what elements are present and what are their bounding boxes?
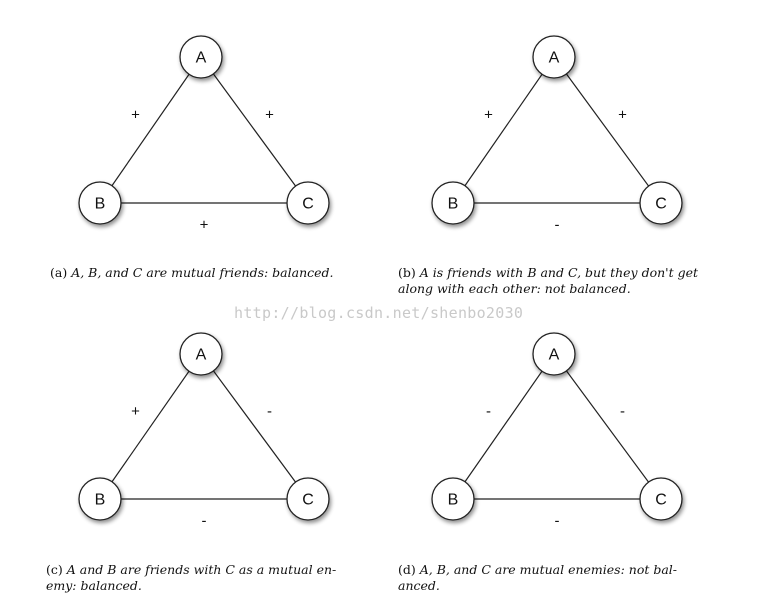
node-b: B xyxy=(78,477,122,521)
triangle-diagram-c: + - - A B C xyxy=(78,332,330,530)
edge-sign-ac: + xyxy=(265,107,274,124)
watermark-text: http://blog.csdn.net/shenbo2030 xyxy=(234,304,524,322)
node-a: A xyxy=(179,332,223,376)
node-circle xyxy=(286,477,330,521)
triangle-diagram-a: + + + A B C xyxy=(78,35,330,234)
node-label: C xyxy=(655,492,667,509)
edge-sign-bc: - xyxy=(555,513,560,530)
node-label: A xyxy=(549,50,560,67)
caption-d-line1: A, B, and C are mutual enemies: not bal- xyxy=(419,562,678,577)
node-label: C xyxy=(302,492,314,509)
caption-b-tag: (b) xyxy=(398,265,416,280)
node-label: B xyxy=(95,196,106,213)
node-circle xyxy=(639,477,683,521)
node-circle xyxy=(532,332,576,376)
node-label: C xyxy=(655,196,667,213)
triangle-diagram-b: + + - A B C xyxy=(431,35,683,234)
node-circle xyxy=(532,35,576,79)
node-label: A xyxy=(196,347,207,364)
node-circle xyxy=(179,332,223,376)
node-label: B xyxy=(448,492,459,509)
caption-a-tag: (a) xyxy=(50,265,68,280)
caption-c-line1: A and B are friends with C as a mutual e… xyxy=(66,562,337,577)
caption-b-line2: along with each other: not balanced. xyxy=(398,281,631,296)
triangle-diagram-d: - - - A B C xyxy=(431,332,683,530)
node-label: B xyxy=(95,492,106,509)
caption-b: (b) A is friends with B and C, but they … xyxy=(398,265,738,297)
node-circle xyxy=(78,181,122,225)
node-circle xyxy=(78,477,122,521)
node-c: C xyxy=(286,181,330,225)
edge-ab xyxy=(452,56,555,204)
node-label: A xyxy=(196,50,207,67)
caption-c-line2: emy: balanced. xyxy=(46,578,142,593)
caption-d-line2: anced. xyxy=(398,578,440,593)
edge-sign-ab: + xyxy=(484,107,493,124)
node-b: B xyxy=(431,477,475,521)
edge-ac xyxy=(553,353,662,500)
caption-a-line1: A, B, and C are mutual friends: balanced… xyxy=(71,265,334,280)
node-c: C xyxy=(639,477,683,521)
node-circle xyxy=(179,35,223,79)
node-circle xyxy=(431,477,475,521)
edge-ab xyxy=(452,353,555,500)
edge-sign-bc: + xyxy=(200,217,209,234)
edge-sign-ac: - xyxy=(267,403,272,420)
edge-ac xyxy=(200,56,309,204)
node-b: B xyxy=(431,181,475,225)
edge-sign-bc: - xyxy=(202,513,207,530)
edge-sign-ab: + xyxy=(131,403,140,420)
edge-ac xyxy=(553,56,662,204)
edge-sign-bc: - xyxy=(555,217,560,234)
node-circle xyxy=(639,181,683,225)
edge-ac xyxy=(200,353,309,500)
caption-a: (a) A, B, and C are mutual friends: bala… xyxy=(50,265,380,281)
node-circle xyxy=(431,181,475,225)
edge-sign-ab: + xyxy=(131,107,140,124)
edge-sign-ac: + xyxy=(618,107,627,124)
edge-sign-ab: - xyxy=(486,403,491,420)
caption-c: (c) A and B are friends with C as a mutu… xyxy=(46,562,386,594)
node-c: C xyxy=(639,181,683,225)
caption-b-line1: A is friends with B and C, but they don'… xyxy=(419,265,699,280)
node-label: A xyxy=(549,347,560,364)
node-a: A xyxy=(532,35,576,79)
edge-ab xyxy=(99,353,202,500)
caption-c-tag: (c) xyxy=(46,562,63,577)
edge-sign-ac: - xyxy=(620,403,625,420)
node-label: B xyxy=(448,196,459,213)
caption-d-tag: (d) xyxy=(398,562,416,577)
caption-d: (d) A, B, and C are mutual enemies: not … xyxy=(398,562,738,594)
node-a: A xyxy=(179,35,223,79)
edge-ab xyxy=(99,56,202,204)
node-label: C xyxy=(302,196,314,213)
node-b: B xyxy=(78,181,122,225)
node-circle xyxy=(286,181,330,225)
node-a: A xyxy=(532,332,576,376)
node-c: C xyxy=(286,477,330,521)
